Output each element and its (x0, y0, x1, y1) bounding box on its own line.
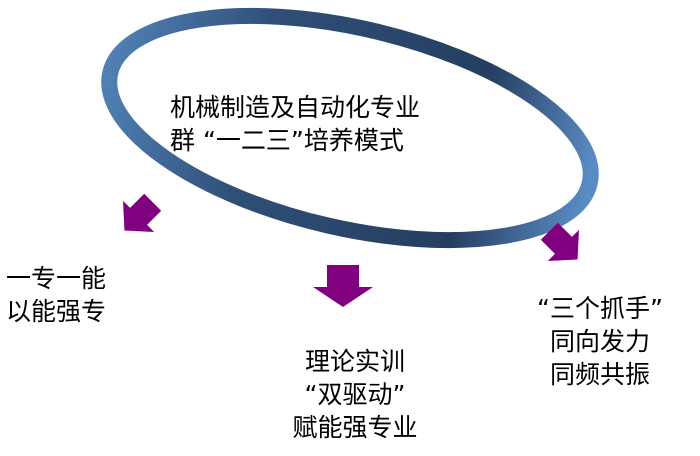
branch-middle-line3: 赋能强专业 (292, 413, 418, 442)
branch-right-line3: 同频共振 (549, 360, 650, 389)
branch-right-line1: “三个抓手” (537, 294, 663, 323)
branch-middle-line1: 理论实训 (304, 347, 405, 376)
branch-left-line2: 以能强专 (6, 297, 107, 326)
center-title-line2: 群 “一二三”培养模式 (170, 126, 404, 155)
branch-right-line2: 同向发力 (549, 327, 650, 356)
arrow-middle (313, 265, 373, 307)
arrow-right (540, 222, 579, 261)
branch-left-text: 一专一能 以能强专 (6, 262, 106, 328)
cycle-ring (101, 7, 599, 249)
branch-middle-line2: “双驱动” (304, 380, 406, 409)
branch-right-text: “三个抓手” 同向发力 同频共振 (510, 292, 690, 391)
arrow-left (123, 193, 162, 232)
center-title-line1: 机械制造及自动化专业 (170, 93, 421, 122)
center-title: 机械制造及自动化专业 群 “一二三”培养模式 (170, 91, 420, 157)
branch-middle-text: 理论实训 “双驱动” 赋能强专业 (260, 345, 450, 444)
branch-left-line1: 一专一能 (6, 264, 107, 293)
